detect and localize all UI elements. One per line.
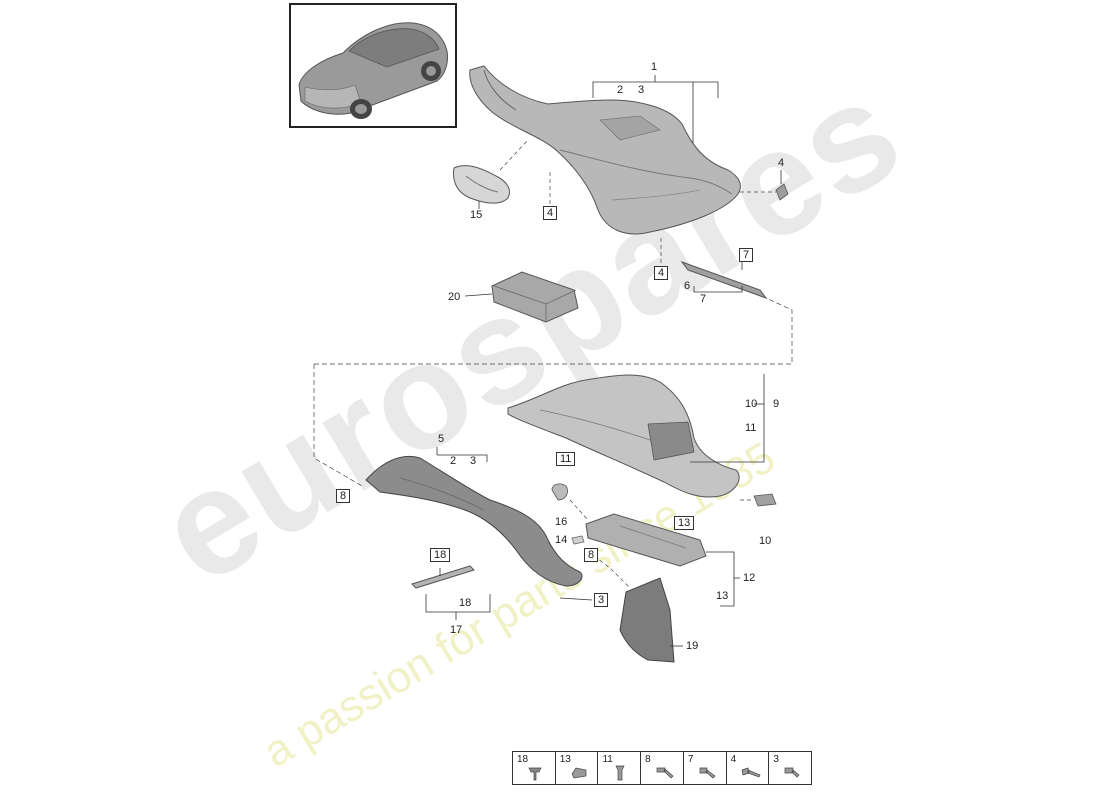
legend-number: 13 <box>559 754 571 765</box>
callout-16: 16 <box>555 516 568 528</box>
callout-4-boxed: 4 <box>543 206 558 220</box>
car-icon <box>298 22 448 119</box>
callout-13: 13 <box>716 590 729 602</box>
callout-12: 12 <box>743 572 756 584</box>
callout-4-boxed: 4 <box>654 266 669 280</box>
callout-3: 3 <box>470 455 477 467</box>
callout-2: 2 <box>450 455 457 467</box>
floor-trim-part <box>469 65 741 235</box>
callout-9: 9 <box>773 398 780 410</box>
legend-cell: 18 <box>513 752 556 784</box>
callout-3-boxed: 3 <box>594 593 609 607</box>
callout-7: 7 <box>700 293 707 305</box>
callout-15: 15 <box>470 209 483 221</box>
control-module-part-20 <box>491 271 579 323</box>
legend-number: 7 <box>687 754 694 765</box>
callout-8-boxed: 8 <box>336 489 351 503</box>
callout-3: 3 <box>638 84 645 96</box>
air-vent-part-15 <box>453 165 510 204</box>
callout-6: 6 <box>684 280 691 292</box>
strip-part-17 <box>411 565 475 589</box>
legend-number: 11 <box>602 754 613 765</box>
clip-part-4 <box>775 183 789 201</box>
vehicle-thumbnail <box>289 3 457 128</box>
expansion-rivet-icon <box>615 765 626 781</box>
callout-20: 20 <box>448 291 461 303</box>
push-clip-icon <box>528 767 542 781</box>
callout-4: 4 <box>778 157 785 169</box>
legend-number: 8 <box>645 754 651 765</box>
fastener-legend: 18 13 11 8 7 4 3 <box>512 751 812 785</box>
long-screw-icon <box>741 767 761 778</box>
cover-part-19 <box>619 577 675 663</box>
legend-cell: 8 <box>641 752 684 784</box>
tray-part-12 <box>585 513 707 567</box>
callout-17: 17 <box>450 624 463 636</box>
legend-cell: 11 <box>598 752 642 784</box>
legend-cell: 4 <box>727 752 770 784</box>
legend-number: 4 <box>730 754 737 765</box>
callout-7-boxed: 7 <box>739 248 754 262</box>
callout-10: 10 <box>745 398 758 410</box>
callout-18: 18 <box>459 597 472 609</box>
clip-part-10 <box>753 493 777 507</box>
glovebox-part-11 <box>507 374 740 498</box>
callout-5: 5 <box>438 433 445 445</box>
callout-2: 2 <box>617 84 624 96</box>
callout-10: 10 <box>759 535 772 547</box>
trim-strip-part-6 <box>680 260 768 300</box>
legend-cell: 3 <box>769 752 811 784</box>
clip-part-14 <box>571 535 585 545</box>
bolt-icon <box>784 767 800 778</box>
callout-14: 14 <box>555 534 568 546</box>
callout-11-boxed: 11 <box>556 452 576 466</box>
legend-number: 3 <box>773 754 779 765</box>
callout-1: 1 <box>651 61 658 73</box>
legend-cell: 13 <box>556 752 599 784</box>
callout-13-boxed: 13 <box>674 516 695 530</box>
screw-icon <box>656 767 674 779</box>
callout-11: 11 <box>745 422 757 434</box>
callout-18-boxed: 18 <box>430 548 451 562</box>
legend-cell: 7 <box>684 752 727 784</box>
callout-8-boxed: 8 <box>584 548 599 562</box>
clip-part-16 <box>551 483 568 501</box>
legend-number: 18 <box>517 754 529 765</box>
spring-nut-icon <box>571 767 587 779</box>
screw-icon <box>699 767 716 779</box>
callout-19: 19 <box>686 640 699 652</box>
pillar-trim-part-5 <box>365 456 583 587</box>
